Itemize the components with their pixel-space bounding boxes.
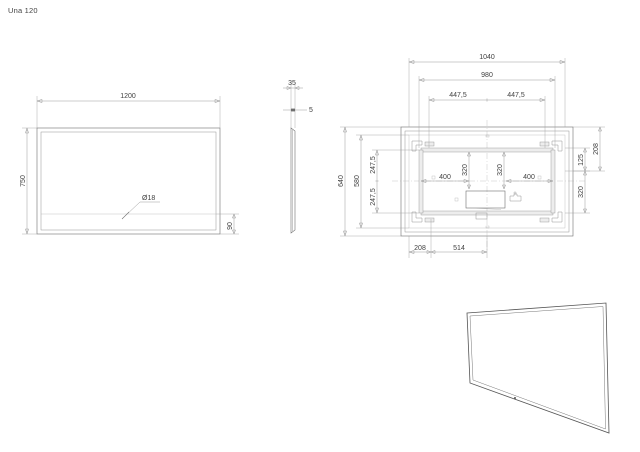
rear-inner-dim-320-right: 320 bbox=[497, 164, 504, 176]
rear-inner-dim-400-left: 400 bbox=[439, 174, 451, 181]
rear-top-dim-1040: 1040 bbox=[479, 54, 495, 61]
rear-left-dim-580: 580 bbox=[354, 175, 361, 187]
rear-top-dim-4475-right: 447,5 bbox=[507, 92, 525, 99]
rear-inner-dim-400-right: 400 bbox=[523, 174, 535, 181]
isometric-view bbox=[466, 302, 610, 434]
rear-bottom-dim-208: 208 bbox=[414, 245, 426, 252]
page-title: Una 120 bbox=[8, 6, 38, 15]
rear-top-dim-4475-left: 447,5 bbox=[449, 92, 467, 99]
front-height-label: 750 bbox=[20, 175, 27, 187]
rear-view: 1040 980 447,5 447,5 640 bbox=[338, 54, 605, 258]
rear-right-dim-320: 320 bbox=[578, 186, 585, 198]
rear-left-dim-2475-bottom: 247,5 bbox=[370, 188, 377, 206]
front-elevation: 1200 750 90 Ø18 bbox=[20, 93, 239, 235]
front-width-label: 1200 bbox=[120, 93, 136, 100]
iso-sensor-dot bbox=[514, 397, 516, 399]
rear-inner-dim-320-left: 320 bbox=[462, 164, 469, 176]
front-sensor-offset-label: 90 bbox=[227, 222, 234, 230]
rear-bottom-dim-514: 514 bbox=[453, 245, 465, 252]
side-depth-label: 35 bbox=[288, 80, 296, 87]
rear-left-dim-2475-top: 247,5 bbox=[370, 156, 377, 174]
side-section: 35 5 bbox=[283, 80, 313, 234]
rear-right-dim-125: 125 bbox=[578, 154, 585, 166]
rear-right-dim-208: 208 bbox=[593, 143, 600, 155]
rear-left-dim-640: 640 bbox=[338, 175, 345, 187]
side-thickness-label: 5 bbox=[309, 107, 313, 114]
rear-top-dim-980: 980 bbox=[481, 72, 493, 79]
front-sensor-label: Ø18 bbox=[142, 195, 155, 202]
